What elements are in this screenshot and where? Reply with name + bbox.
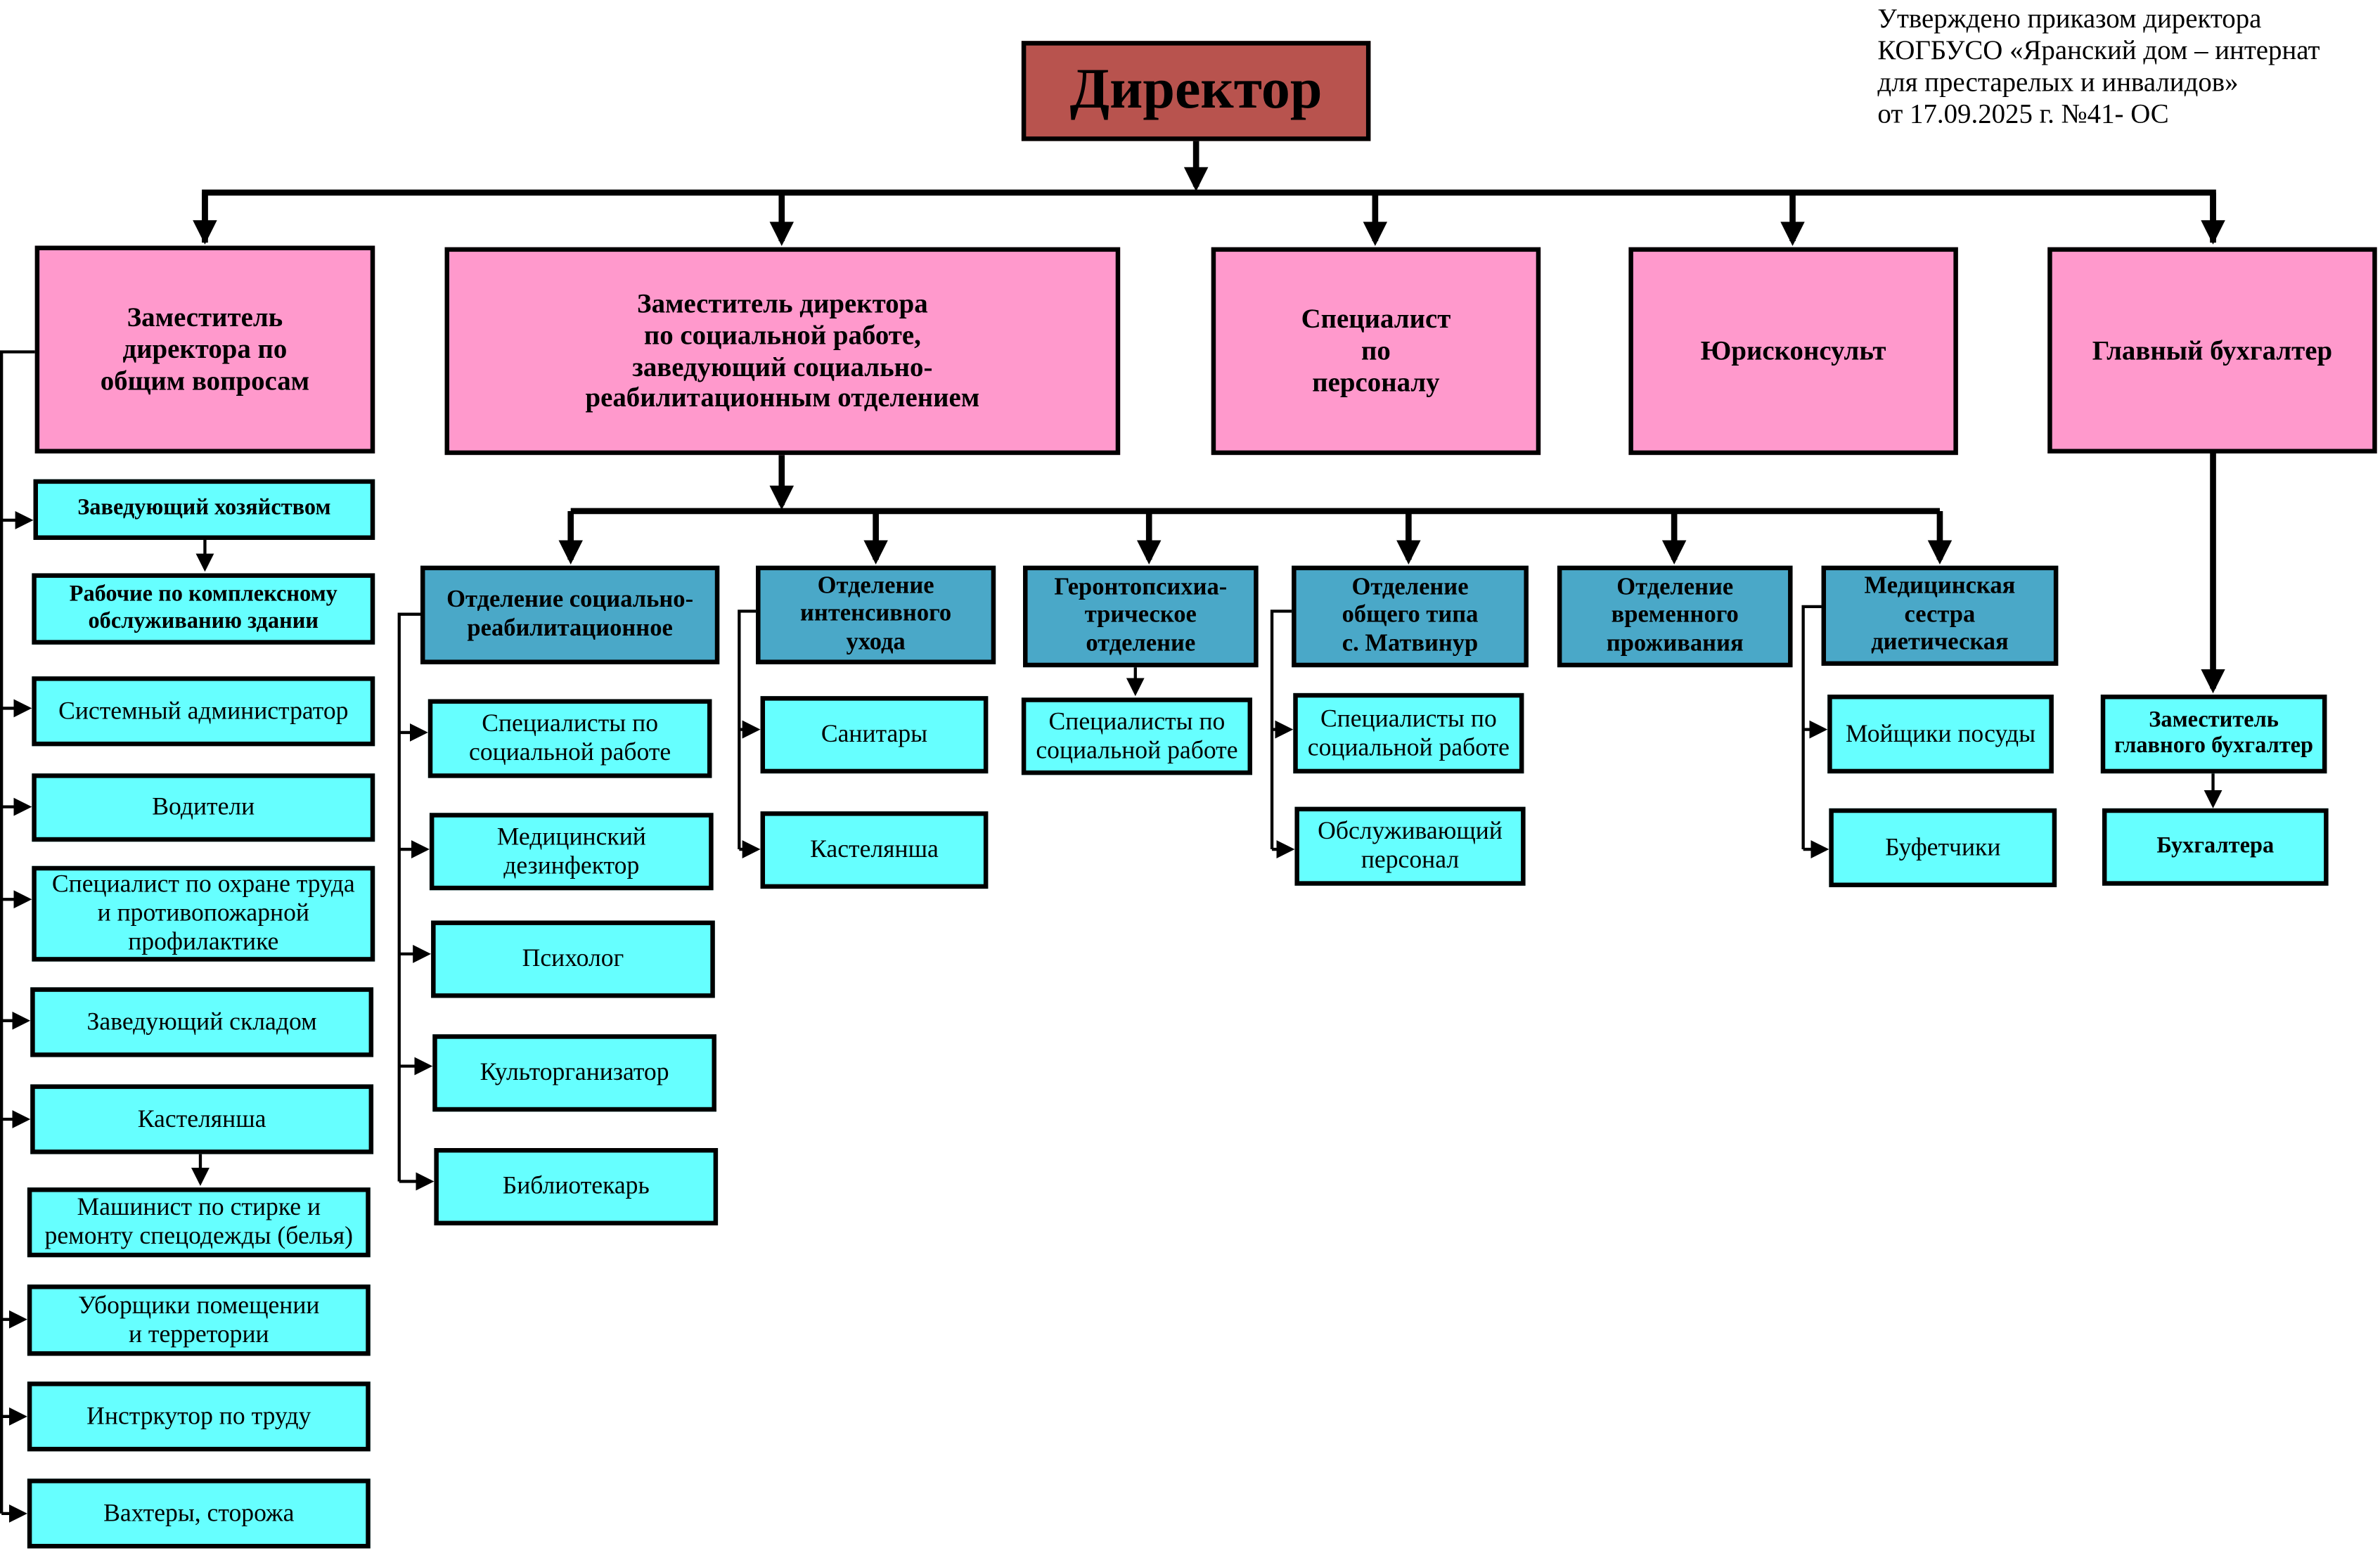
box-label: Санитары	[821, 718, 928, 748]
box-label: Заместитель главного бухгалтер	[2114, 707, 2314, 759]
box-dept-rehab: Отделение социально- реабилитационное	[420, 565, 720, 664]
box-label: Специалисты по социальной работе	[1307, 702, 1510, 761]
box-deputy-general: Заместитель директора по общим вопросам	[34, 245, 375, 454]
box-legal: Юрисконсульт	[1628, 247, 1958, 456]
box-dept-intensive: Отделение интенсивного ухода	[756, 565, 996, 664]
box-label: Мойщики посуды	[1845, 718, 2036, 747]
box-label: Заместитель директора по общим вопросам	[100, 302, 310, 396]
box-warehouse-head: Заведующий складом	[30, 987, 374, 1057]
box-label: Отделение интенсивного ухода	[800, 573, 952, 655]
box-label: Вахтеры, сторожа	[103, 1497, 295, 1527]
box-label: Обслуживающий персонал	[1318, 816, 1503, 874]
box-sysadmin: Системный администратор	[32, 676, 375, 747]
box-label: Отделение общего типа с. Матвинур	[1342, 574, 1479, 657]
box-label: Медицинский дезинфектор	[496, 821, 646, 879]
box-deputy-social: Заместитель директора по социальной рабо…	[444, 247, 1121, 456]
box-accountants: Бухгалтера	[2102, 808, 2329, 886]
box-hr-specialist: Специалист по персоналу	[1211, 247, 1541, 456]
box-rehab-disinfector: Медицинский дезинфектор	[429, 813, 714, 891]
box-deputy-chief-accountant: Заместитель главного бухгалтер	[2100, 694, 2327, 774]
box-rehab-psychologist: Психолог	[431, 920, 715, 998]
box-intensive-orderlies: Санитары	[760, 696, 989, 774]
box-label: Рабочие по комплексному обслуживанию зда…	[69, 582, 337, 633]
box-dept-general: Отделение общего типа с. Матвинур	[1292, 565, 1529, 668]
box-rehab-social: Специалисты по социальной работе	[427, 699, 712, 778]
box-bartenders: Буфетчики	[1829, 808, 2057, 887]
box-household-head: Заведующий хозяйством	[33, 479, 375, 540]
box-linen-keeper-1: Кастелянша	[30, 1084, 374, 1154]
box-dept-geronto: Геронтопсихиа- трическое отделение	[1023, 565, 1259, 668]
box-general-social: Специалисты по социальной работе	[1293, 692, 1524, 774]
box-label: Главный бухгалтер	[2092, 334, 2333, 366]
box-label: Библиотекарь	[502, 1171, 650, 1200]
box-geronto-social: Специалисты по социальной работе	[1021, 697, 1253, 775]
box-label: Отделение временного проживания	[1606, 574, 1744, 657]
box-label: Кастелянша	[810, 834, 939, 863]
box-label: Геронтопсихиа- трическое отделение	[1054, 574, 1228, 657]
box-safety-specialist: Специалист по охране труда и противопожа…	[32, 865, 375, 962]
box-label: Водители	[152, 792, 255, 821]
box-dept-temporary: Отделение временного проживания	[1557, 565, 1793, 668]
box-guards: Вахтеры, сторожа	[27, 1478, 371, 1549]
box-diet-nurse: Медицинская сестра диетическая	[1821, 565, 2059, 666]
box-director: Директор	[1021, 41, 1371, 141]
box-dishwashers: Мойщики посуды	[1827, 694, 2054, 774]
box-laundry-operator: Машинист по стирке и ремонту спецодежды …	[27, 1187, 371, 1258]
box-building-workers: Рабочие по комплексному обслуживанию зда…	[32, 573, 375, 645]
box-label: Психолог	[522, 943, 624, 972]
box-labor-instructor: Инстркутор по труду	[27, 1381, 371, 1452]
approval-note: Утверждено приказом директора КОГБУСО «Я…	[1877, 3, 2320, 129]
box-label: Заведующий складом	[86, 1006, 317, 1036]
box-chief-accountant: Главный бухгалтер	[2047, 247, 2377, 454]
box-label: Машинист по стирке и ремонту спецодежды …	[44, 1192, 354, 1250]
box-label: Специалисты по социальной работе	[1036, 706, 1238, 764]
box-label: Директор	[1069, 58, 1323, 122]
box-rehab-culture: Культорганизатор	[432, 1034, 716, 1112]
box-label: Культорганизатор	[480, 1057, 669, 1086]
box-label: Буфетчики	[1885, 832, 2001, 861]
box-label: Отделение социально- реабилитационное	[446, 587, 694, 641]
box-label: Заведующий хозяйством	[77, 496, 331, 521]
box-label: Уборщики помещении и терретории	[78, 1289, 320, 1348]
box-label: Медицинская сестра диетическая	[1864, 574, 2016, 656]
box-label: Заместитель директора по социальной рабо…	[585, 288, 980, 413]
box-label: Юрисконсульт	[1700, 335, 1886, 366]
box-label: Бухгалтера	[2156, 834, 2275, 858]
box-cleaners: Уборщики помещении и терретории	[27, 1284, 371, 1356]
box-label: Специалист по охране труда и противопожа…	[51, 869, 355, 956]
box-rehab-librarian: Библиотекарь	[434, 1148, 719, 1226]
box-label: Специалисты по социальной работе	[469, 708, 671, 766]
box-intensive-linen: Кастелянша	[760, 811, 989, 889]
box-general-service: Обслуживающий персонал	[1294, 806, 1526, 886]
box-drivers: Водители	[32, 773, 375, 842]
box-label: Специалист по персоналу	[1301, 304, 1451, 397]
box-label: Системный администратор	[58, 695, 349, 725]
box-label: Кастелянша	[137, 1103, 266, 1133]
box-label: Инстркутор по труду	[86, 1400, 311, 1430]
